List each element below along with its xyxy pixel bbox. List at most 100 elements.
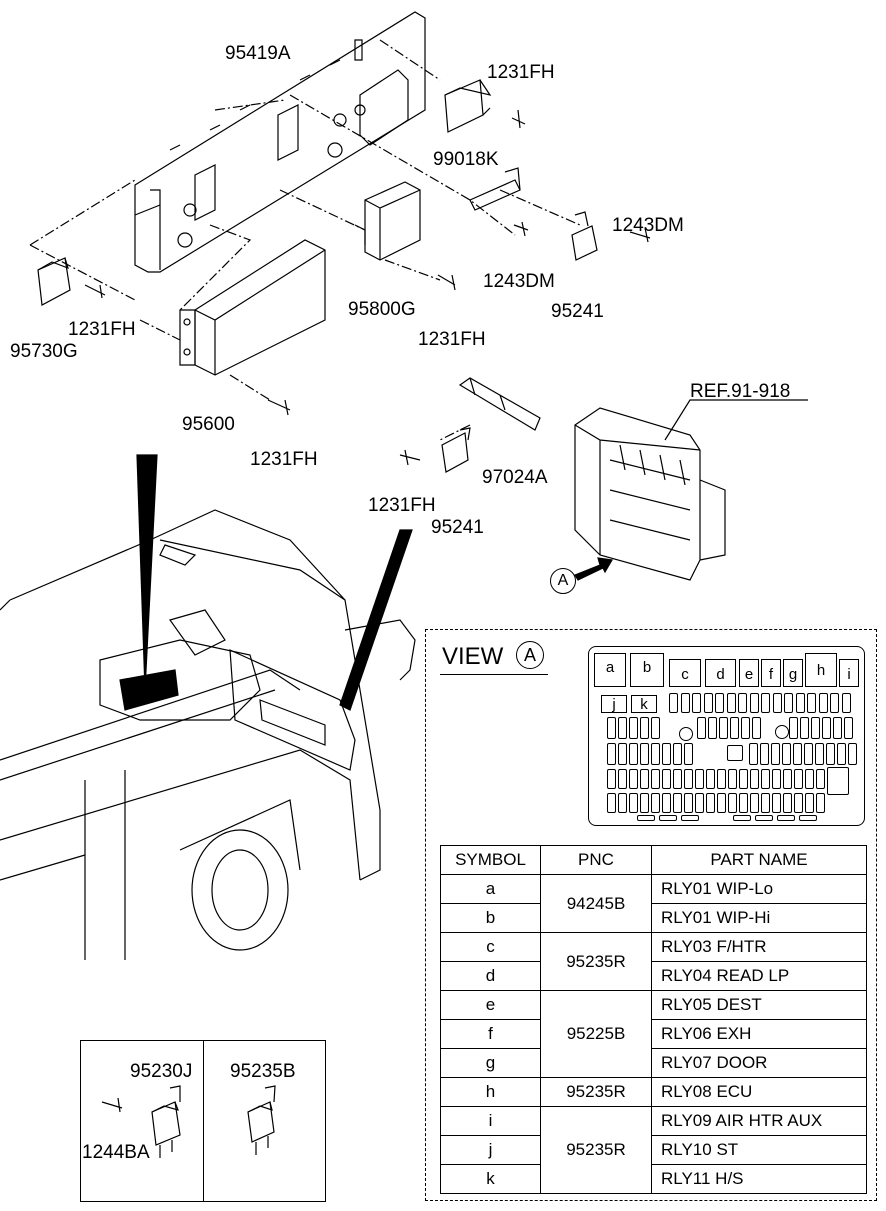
fuse-slot (844, 717, 853, 739)
fuse-slot (837, 743, 846, 765)
table-row: g RLY07 DOOR (440, 1048, 867, 1078)
table-row: c 95235R RLY03 F/HTR (440, 932, 867, 991)
callout-1231FH-relay: 1231FH (487, 62, 555, 83)
table-header-row: SYMBOL PNC PART NAME (440, 845, 867, 875)
fuse-slot (717, 793, 726, 813)
part-name-cell: RLY08 ECU (651, 1077, 867, 1107)
relay-slot-e: e (739, 659, 759, 687)
fuse-slot (761, 793, 770, 813)
inset-divider (203, 1040, 204, 1202)
relay-slot-d: d (705, 659, 736, 687)
circuit-breaker-icon (775, 725, 789, 739)
symbol-cell: c (440, 932, 541, 962)
fuse-slot (695, 793, 704, 813)
relay-slot-k: k (631, 695, 657, 713)
symbol-cell: i (440, 1106, 541, 1136)
view-a-panel (425, 629, 877, 1201)
pnc-cell: 95235R (540, 1077, 652, 1107)
part-name-cell: RLY05 DEST (651, 990, 867, 1020)
fuse-slot (706, 793, 715, 813)
view-marker-A: A (550, 568, 576, 594)
table-row: i 95235R RLY09 AIR HTR AUX (440, 1106, 867, 1194)
fuse-slot (794, 793, 803, 813)
part-name-cell: RLY01 WIP-Hi (651, 903, 867, 933)
callout-95241-lower: 95241 (431, 517, 484, 538)
fuse-slot (662, 769, 671, 789)
table-row: k RLY11 H/S (440, 1164, 867, 1194)
fuse-slot (800, 717, 809, 739)
symbol-cell: h (440, 1077, 541, 1107)
module-95800G (354, 181, 421, 261)
fuse-slot (827, 767, 849, 795)
bolts (84, 221, 651, 466)
callout-1231FH-module: 1231FH (418, 329, 486, 350)
fuse-slot (739, 769, 748, 789)
table-row: b RLY01 WIP-Hi (440, 903, 867, 933)
part-name-cell: RLY03 F/HTR (651, 932, 867, 962)
fuse-slot (818, 693, 828, 713)
fuse-slot (715, 693, 724, 713)
relay-slot-f: f (761, 659, 781, 687)
fuse-slot (833, 717, 842, 739)
relay-slot-a: a (594, 653, 626, 687)
fuse-slot (761, 769, 770, 789)
relay-slot-h: h (805, 653, 837, 687)
fuse-slot (771, 743, 780, 765)
fuse-slot (749, 693, 759, 713)
fuse-slot (651, 717, 660, 739)
fuse-slot (760, 743, 769, 765)
callout-95235B: 95235B (230, 1061, 296, 1082)
fuse-slot (607, 717, 616, 739)
symbol-cell: g (440, 1048, 541, 1078)
part-name-cell: RLY10 ST (651, 1135, 867, 1165)
fuse-slot (618, 717, 627, 739)
callout-95730G: 95730G (10, 341, 78, 362)
bus-cab (0, 509, 416, 960)
fuse-slot (750, 793, 759, 813)
relay-95730G (37, 257, 71, 306)
fuse-slot (618, 769, 627, 789)
fuse-slot (659, 815, 677, 821)
part-name-cell: RLY07 DOOR (651, 1048, 867, 1078)
fuse-slot (669, 693, 678, 713)
callout-1231FH-left: 1231FH (68, 319, 136, 340)
relay-slot-i: i (839, 659, 859, 687)
fuse-slot (706, 769, 715, 789)
fuse-slot (816, 769, 825, 789)
relay-slot-g: g (783, 659, 803, 687)
fuse-slot (789, 717, 798, 739)
fuse-slot (804, 743, 813, 765)
fuse-slot (799, 815, 817, 821)
circuit-breaker-icon (679, 727, 693, 741)
view-arrow (574, 557, 613, 581)
callout-1231FH-ecu: 1231FH (250, 449, 318, 470)
view-title-underline (440, 674, 548, 675)
ecu-95600 (179, 239, 326, 376)
fuse-slot (848, 743, 857, 765)
fuse-slot (841, 693, 851, 713)
fuse-slot (662, 793, 671, 813)
relay-99018K (444, 79, 526, 133)
bracket-97024A (458, 377, 541, 431)
symbol-cell: f (440, 1019, 541, 1049)
fuse-slot (772, 693, 782, 713)
fuse-slot (761, 693, 770, 713)
fuse-box-layout: a b c d e f g h i j k (588, 646, 865, 826)
fuse-slot (807, 693, 816, 713)
callout-1243DM-right: 1243DM (612, 215, 684, 236)
pointer-wedge-right (339, 529, 413, 711)
inset-relays (101, 1085, 276, 1158)
fuse-slot (826, 743, 835, 765)
fuse-slot (730, 717, 739, 739)
fuse-slot (629, 743, 638, 765)
part-name-cell: RLY09 AIR HTR AUX (651, 1106, 867, 1136)
fuse-slot (717, 769, 726, 789)
symbol-cell: e (440, 990, 541, 1020)
table-row: f RLY06 EXH (440, 1019, 867, 1049)
fuse-slot (640, 769, 649, 789)
symbol-cell: j (440, 1135, 541, 1165)
fuse-slot (749, 743, 758, 765)
fuse-slot (651, 743, 660, 765)
table-row: e 95225B RLY05 DEST (440, 990, 867, 1078)
